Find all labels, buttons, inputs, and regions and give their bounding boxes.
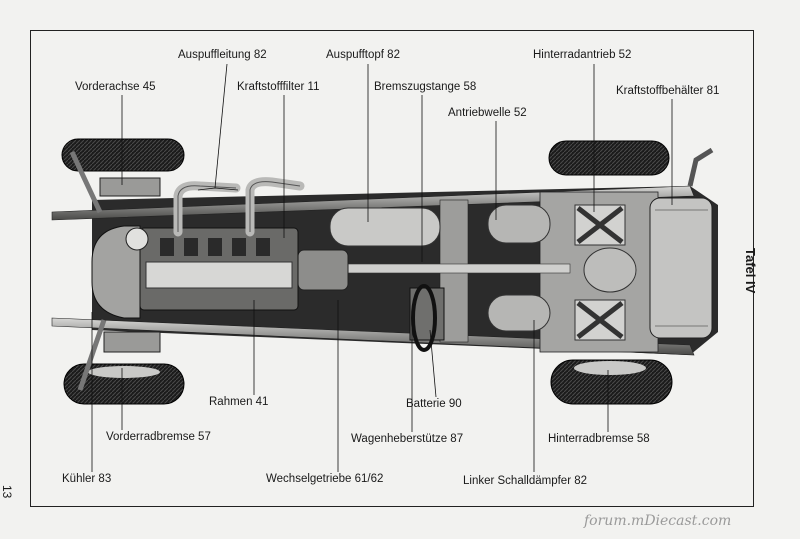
drive-shaft [319,263,571,274]
fuel-filler-neck [687,147,714,187]
main-muffler [329,207,441,247]
label-wechselgetriebe: Wechselgetriebe 61/62 [266,473,384,485]
watermark: forum.mDiecast.com [584,513,732,529]
fan-hub [125,227,149,251]
label-kraftstofffilter: Kraftstofffilter 11 [237,81,320,93]
leader-lines [91,63,673,472]
label-batterie: Batterie 90 [406,398,462,410]
label-vorderachse: Vorderachse 45 [75,81,156,93]
front-right-wheel [63,363,185,405]
label-auspufftopf: Auspufftopf 82 [326,49,400,61]
cylinder-heads [160,238,270,256]
plate-title: Tafel IV [743,248,758,294]
label-bremszugstange: Bremszugstange 58 [374,81,477,93]
frame-rail-bottom [51,317,695,356]
label-schalldaempfer: Linker Schalldämpfer 82 [463,475,588,487]
front-left-wheel [61,138,185,172]
label-auspuffleitung: Auspuffleitung 82 [178,49,267,61]
engine-cover [145,261,293,289]
label-kraftstoffbehaelter: Kraftstoffbehälter 81 [616,85,720,97]
radiator [91,225,141,319]
steering-wheel [411,284,437,352]
rear-left-wheel [548,140,670,176]
gearbox [297,249,349,291]
label-rahmen: Rahmen 41 [209,396,269,408]
fuel-tank [649,197,713,339]
rear-right-wheel [550,359,673,405]
rear-muffler-bottom [487,294,551,332]
page-number: 13 [0,485,14,499]
label-hinterradantrieb: Hinterradantrieb 52 [533,49,632,61]
label-hinterradbremse: Hinterradbremse 58 [548,433,650,445]
label-kuehler: Kühler 83 [62,473,112,485]
rear-muffler-top [487,204,551,244]
label-vorderradbremse: Vorderradbremse 57 [106,431,211,443]
label-wagenheberstuetze: Wagenheberstütze 87 [351,433,464,445]
label-antriebwelle: Antriebwelle 52 [448,107,527,119]
plate-frame [30,30,754,507]
frame-rail-top [51,185,695,221]
